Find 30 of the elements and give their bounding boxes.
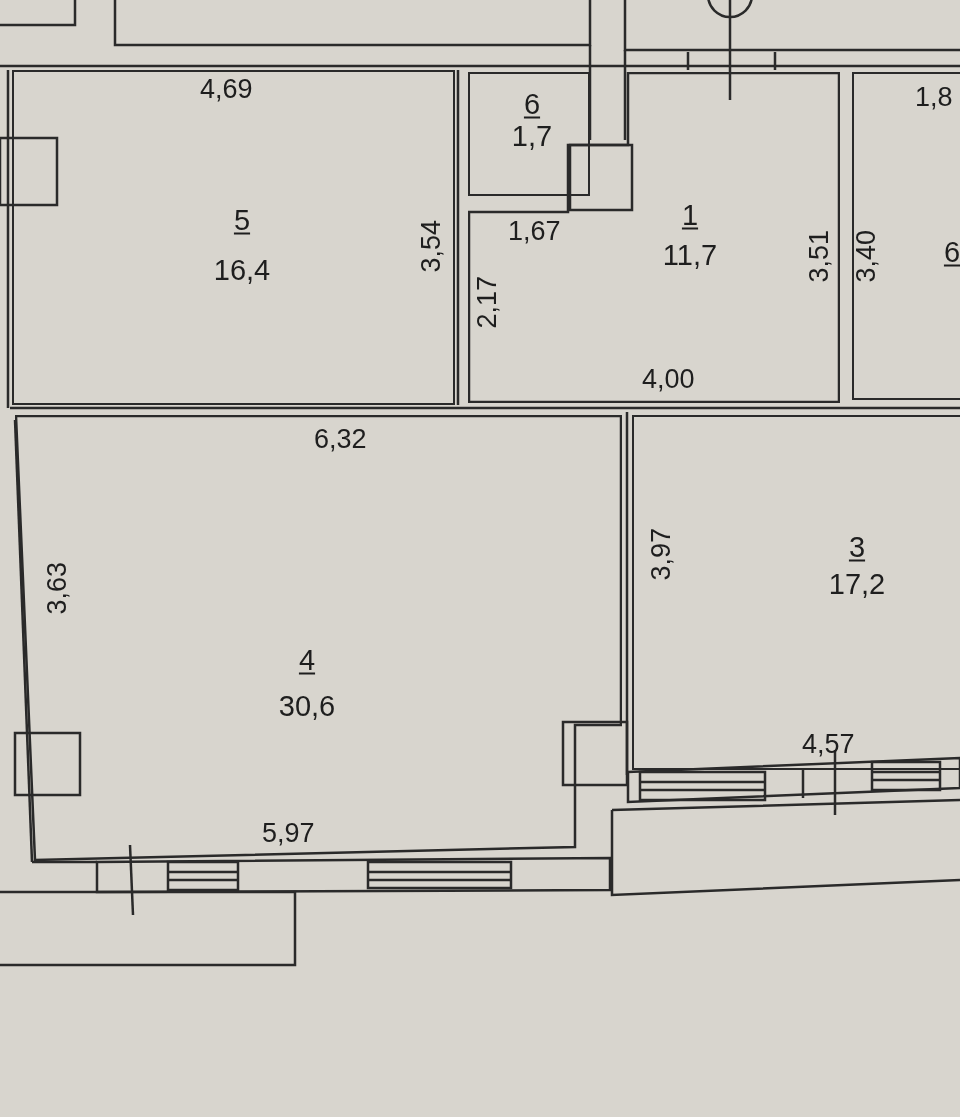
dimension-label: 1,67	[508, 218, 561, 245]
dimension-label: 4,00	[642, 366, 695, 393]
dimension-label: 2,17	[474, 276, 501, 329]
room	[15, 415, 622, 862]
room	[632, 415, 960, 770]
dimension-label: 3,54	[418, 220, 445, 273]
dimension-label: 6,32	[314, 426, 367, 453]
room	[468, 72, 590, 196]
room-number: 1	[681, 200, 699, 230]
dimension-label: 3,63	[44, 562, 71, 615]
dimension-label: 4,69	[200, 76, 253, 103]
room	[468, 72, 840, 403]
room-number: 4	[298, 645, 316, 675]
room-area: 16,4	[213, 255, 271, 285]
dimension-label: 3,40	[853, 230, 880, 283]
room-area: 1,7	[511, 121, 553, 151]
room-number: 6	[943, 237, 960, 267]
room	[852, 72, 960, 400]
room-area: 30,6	[278, 691, 336, 721]
room-area: 17,2	[828, 569, 886, 599]
dimension-label: 5,97	[262, 820, 315, 847]
room-number: 3	[848, 532, 866, 562]
dimension-label: 1,8	[915, 84, 953, 111]
room-number: 6	[523, 89, 541, 119]
room-number: 5	[233, 205, 251, 235]
dimension-label: 3,51	[806, 230, 833, 283]
dimension-label: 4,57	[802, 731, 855, 758]
dimension-label: 3,97	[648, 528, 675, 581]
room-area: 11,7	[662, 240, 718, 270]
room	[12, 70, 455, 405]
